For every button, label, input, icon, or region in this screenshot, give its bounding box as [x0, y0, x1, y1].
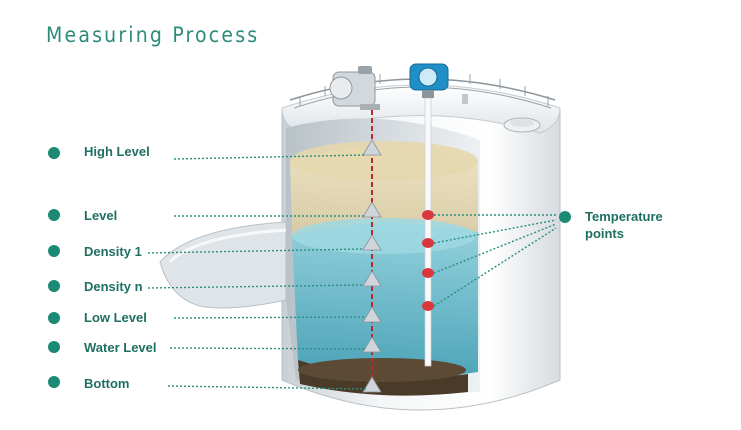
page-title: Measuring Process — [46, 23, 260, 47]
label-density-n: Density n — [84, 279, 143, 294]
label-temperature-line2: points — [585, 226, 624, 241]
marker-density-n — [48, 280, 60, 292]
marker-density-1 — [48, 245, 60, 257]
displacer-cones — [362, 139, 382, 393]
label-leader-lines — [147, 154, 367, 390]
temperature-leader-lines — [433, 214, 557, 307]
label-level: Level — [84, 208, 118, 223]
marker-level — [48, 209, 60, 221]
marker-temperature-points — [559, 211, 571, 223]
label-temperature-points: Temperature points — [585, 208, 663, 242]
marker-low-level — [48, 312, 60, 324]
label-low-level: Low Level — [84, 310, 147, 325]
temperature-probe-pole — [424, 97, 432, 367]
label-water-level: Water Level — [84, 340, 157, 355]
marker-high-level — [48, 147, 60, 159]
label-high-level: High Level — [84, 144, 150, 159]
temperature-sensors — [422, 210, 434, 311]
marker-bottom — [48, 376, 60, 388]
temperature-transmitter-icon — [409, 63, 449, 98]
servo-gauge-icon — [329, 66, 380, 110]
label-bottom: Bottom — [84, 376, 130, 391]
label-density-1: Density 1 — [84, 244, 142, 259]
water-layer — [292, 222, 478, 379]
tank-base-wing — [159, 221, 287, 309]
label-temperature-line1: Temperature — [585, 209, 663, 224]
marker-water-level — [48, 341, 60, 353]
